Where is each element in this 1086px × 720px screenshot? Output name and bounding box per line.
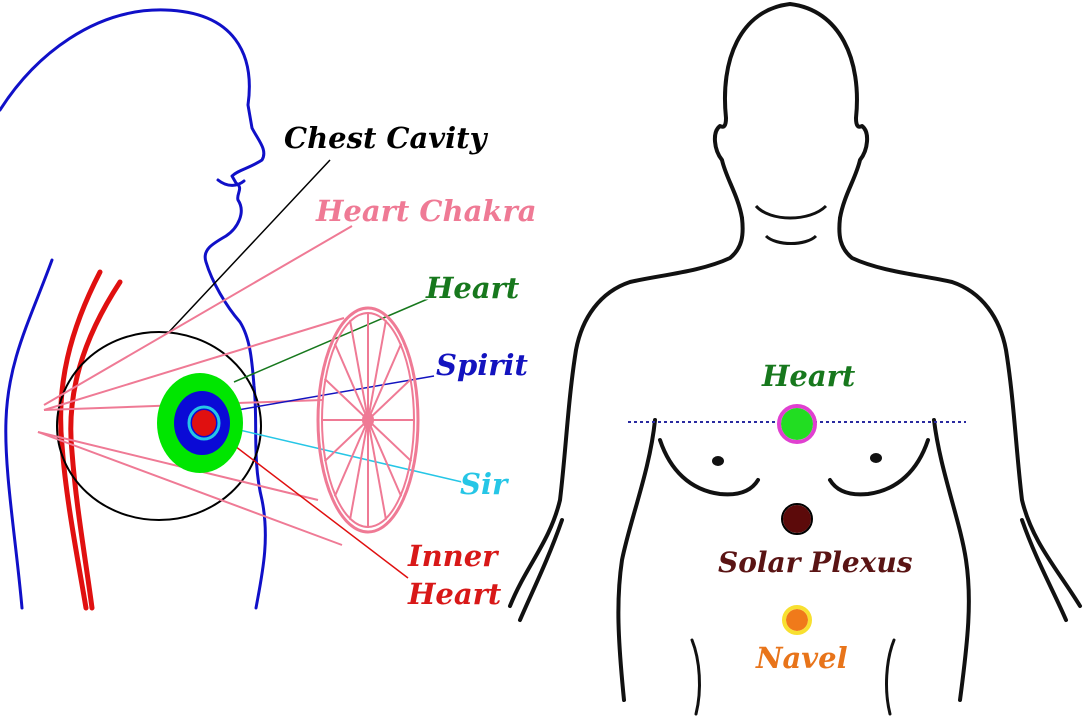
chakra-ray	[37, 431, 319, 501]
wheel-hub	[362, 412, 374, 428]
mouth-line	[216, 178, 246, 187]
chakra-ray	[37, 431, 343, 546]
chin-line	[754, 204, 828, 220]
spirit-label: Spirit	[436, 348, 529, 382]
heart-chakra-label: Heart Chakra	[315, 194, 537, 228]
wheel-spoke	[367, 419, 387, 520]
abdomen-contour-left	[690, 638, 701, 716]
nipple-right	[870, 453, 882, 463]
solar-plexus-ring	[781, 503, 813, 535]
spine-line-outer	[58, 269, 103, 611]
chest-cavity-circle	[56, 331, 262, 521]
pectoral-left	[658, 438, 760, 497]
wheel-spoke	[367, 343, 403, 421]
torso-head-outline	[713, 2, 869, 220]
solar-plexus-point	[783, 505, 811, 533]
front-heart-ring	[777, 404, 817, 444]
wheel-spoke	[367, 377, 413, 421]
wheel-spoke	[333, 343, 369, 421]
front-heart-point	[781, 408, 813, 440]
wheel-spoke	[323, 419, 369, 463]
nipple-left	[712, 456, 724, 466]
arm-inner-right	[1020, 518, 1068, 622]
profile-outline	[0, 8, 267, 610]
heart-rings	[157, 373, 243, 473]
wheel-rim-outer	[316, 306, 420, 534]
wheel-spoke	[367, 419, 403, 497]
torso-right-outline	[837, 216, 1082, 608]
heart-chakra-leader	[43, 225, 353, 406]
neck-notch	[764, 234, 818, 245]
heart-chakra-rays	[37, 317, 345, 546]
sir-leader	[217, 424, 463, 483]
navel-point	[786, 609, 808, 631]
inner-heart-dot	[192, 410, 216, 436]
back-outline	[4, 258, 54, 610]
wheel-spoke	[349, 320, 369, 421]
wheel-spoke	[367, 320, 387, 421]
spirit-leader	[225, 375, 435, 413]
wheel-spoke	[333, 419, 369, 497]
abdomen-contour-right	[885, 638, 896, 716]
pectoral-right	[828, 438, 930, 497]
chest-cavity-leader	[167, 159, 331, 334]
right-torso-panel: Heart Solar Plexus Navel	[508, 2, 1082, 716]
chest-cavity-label: Chest Cavity	[284, 121, 489, 155]
solar-plexus-label: Solar Plexus	[718, 546, 913, 579]
chakra-ray	[43, 317, 345, 411]
sir-label: Sir	[460, 467, 510, 501]
torso-side-right	[932, 418, 971, 702]
wheel-spoke	[367, 419, 413, 463]
arm-inner-left	[518, 518, 564, 622]
wheel-spoke	[349, 419, 369, 520]
heart-label-right: Heart	[761, 359, 856, 393]
heart-label-left: Heart	[425, 271, 520, 305]
inner-heart-leader	[205, 423, 409, 579]
navel-label: Navel	[755, 641, 848, 675]
inner-heart-label-line1: Inner	[407, 539, 500, 573]
spine-line-inner	[68, 279, 123, 611]
torso-left-outline	[508, 216, 745, 608]
torso-side-left	[616, 418, 657, 702]
sir-ring-cyan	[187, 405, 221, 441]
navel-ring	[782, 605, 812, 635]
wheel-spoke	[323, 377, 369, 421]
heart-chakra-wheel	[316, 306, 420, 534]
inner-heart-label-line2: Heart	[407, 577, 502, 611]
left-profile-panel: Chest Cavity Heart Chakra Heart Spirit S…	[0, 8, 538, 613]
